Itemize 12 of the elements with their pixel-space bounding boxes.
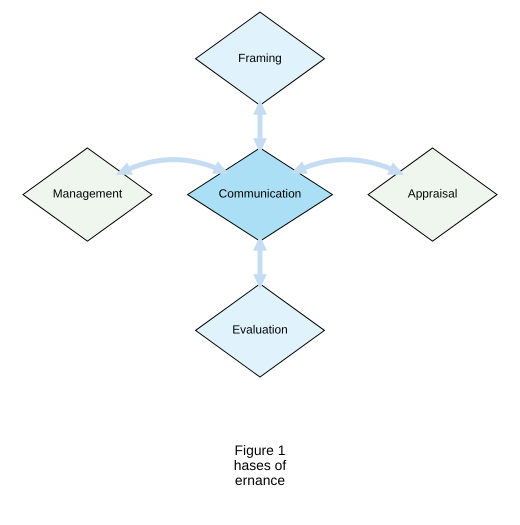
arrow — [253, 99, 267, 154]
label: ernance — [234, 472, 286, 488]
label: hases of — [234, 456, 286, 473]
node-diamond: Appraisal — [367, 147, 498, 242]
node-diamond: Framing — [194, 11, 326, 106]
node-diamond: Communication — [186, 147, 334, 242]
label: Figure 1 — [234, 442, 286, 458]
arrow — [253, 235, 267, 290]
node-diamond: Management — [22, 147, 153, 242]
arrow — [290, 157, 404, 176]
arrow — [116, 157, 230, 176]
node-diamond: Evaluation — [194, 283, 326, 378]
